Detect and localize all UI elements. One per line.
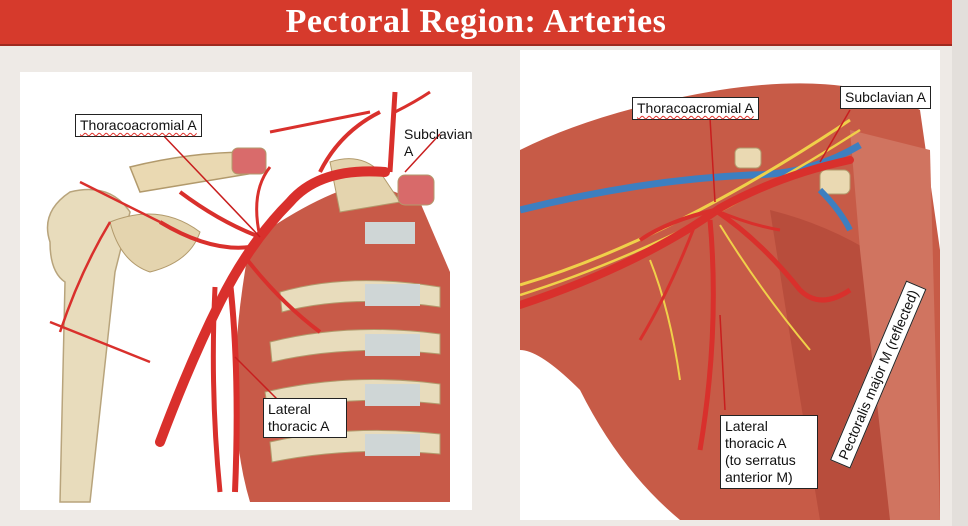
left-illustration-panel: Thoracoacromial A Subclavian A Lateral t…	[20, 72, 472, 510]
left-label-subclavian: Subclavian A	[404, 126, 472, 159]
left-label-lateral-thoracic: Lateral thoracic A	[263, 398, 347, 438]
right-label-subclavian: Subclavian A	[840, 86, 931, 109]
title-bar: Pectoral Region: Arteries	[0, 0, 952, 46]
right-label-thoracoacromial: Thoracoacromial A	[632, 97, 759, 120]
left-label-thoracoacromial: Thoracoacromial A	[75, 114, 202, 137]
right-label-lateral-thoracic: Lateral thoracic A (to serratus anterior…	[720, 415, 818, 489]
slide-title: Pectoral Region: Arteries	[285, 3, 667, 40]
right-illustration-panel: Thoracoacromial A Subclavian A Lateral t…	[520, 50, 940, 520]
edge-strip	[952, 0, 968, 526]
